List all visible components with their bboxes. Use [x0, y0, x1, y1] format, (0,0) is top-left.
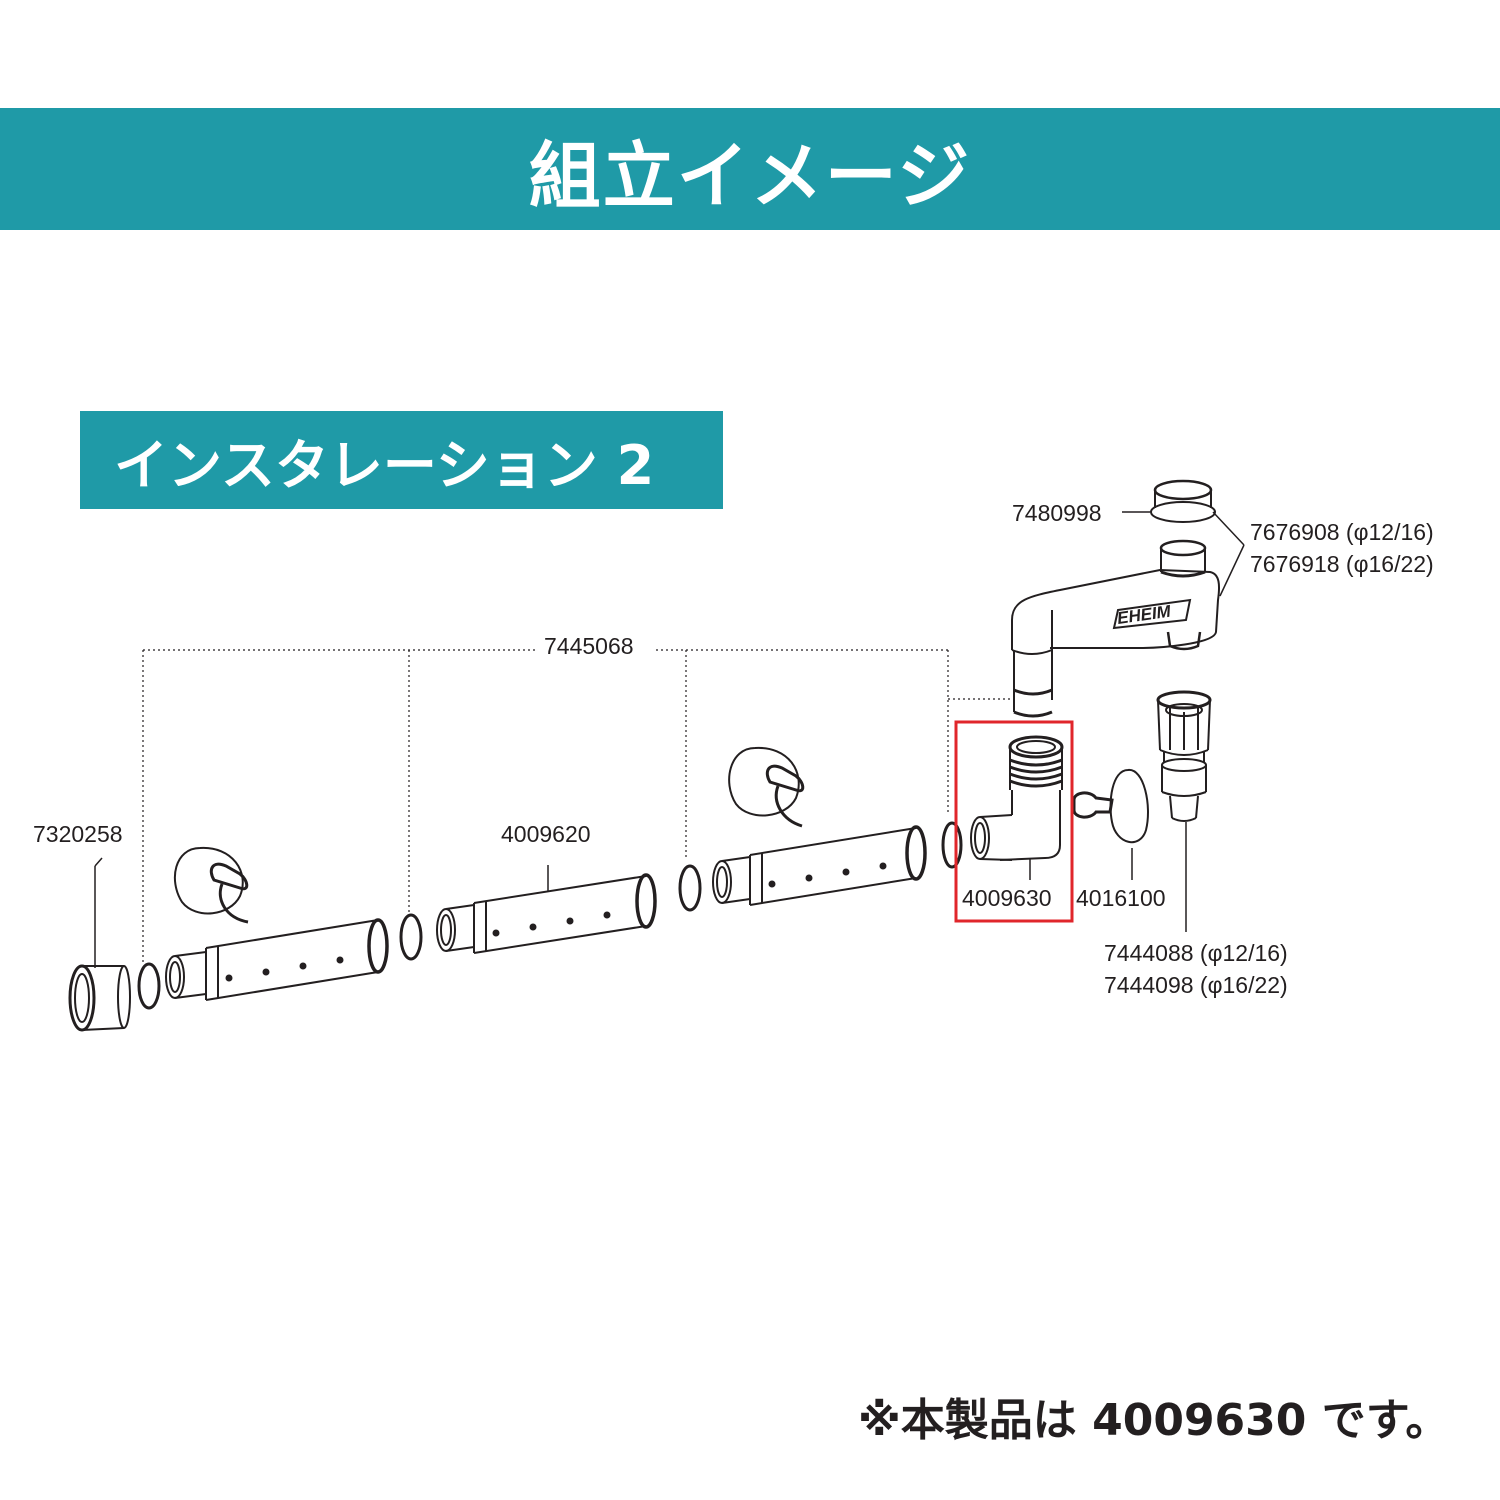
label-7320258: 7320258: [33, 821, 123, 847]
o-ring-3: [678, 864, 702, 912]
label-7445068: 7445068: [544, 633, 634, 659]
section-title: インスタレーション 2: [114, 433, 655, 497]
section-banner: インスタレーション 2: [80, 411, 723, 509]
pipe-segment-3: [712, 825, 927, 906]
label-7676918: 7676918 (φ16/22): [1250, 551, 1434, 577]
suction-cup-2: [728, 746, 805, 828]
label-7480998: 7480998: [1012, 500, 1102, 526]
header-banner: 組立イメージ: [0, 108, 1500, 230]
suction-cup-3: [1072, 769, 1149, 880]
hose-connector-part: [1156, 690, 1212, 932]
brand-logo: EHEIM: [1116, 602, 1173, 628]
end-cap-part: [68, 857, 131, 1032]
header-title: 組立イメージ: [528, 133, 972, 218]
leader-lines: [1122, 511, 1245, 597]
label-7676908: 7676908 (φ12/16): [1250, 519, 1434, 545]
outlet-arm-part: EHEIM: [1011, 479, 1220, 718]
label-4009630: 4009630: [962, 885, 1052, 911]
pipe-segment-2: [436, 865, 657, 954]
label-4016100: 4016100: [1076, 885, 1166, 911]
suction-cup-1: [173, 846, 249, 924]
pipe-segment-1: [165, 918, 389, 1001]
o-ring-2: [399, 913, 423, 961]
elbow-part: [970, 735, 1064, 880]
pipe-set-bracket: [142, 649, 1010, 965]
product-highlight-box: [954, 720, 1074, 923]
o-ring-4: [941, 821, 963, 869]
label-4009620: 4009620: [501, 821, 591, 847]
label-7444098: 7444098 (φ16/22): [1104, 972, 1288, 998]
label-7444088: 7444088 (φ12/16): [1104, 940, 1288, 966]
o-ring-1: [137, 962, 161, 1010]
product-note: ※本製品は 4009630 です。: [858, 1395, 1450, 1446]
